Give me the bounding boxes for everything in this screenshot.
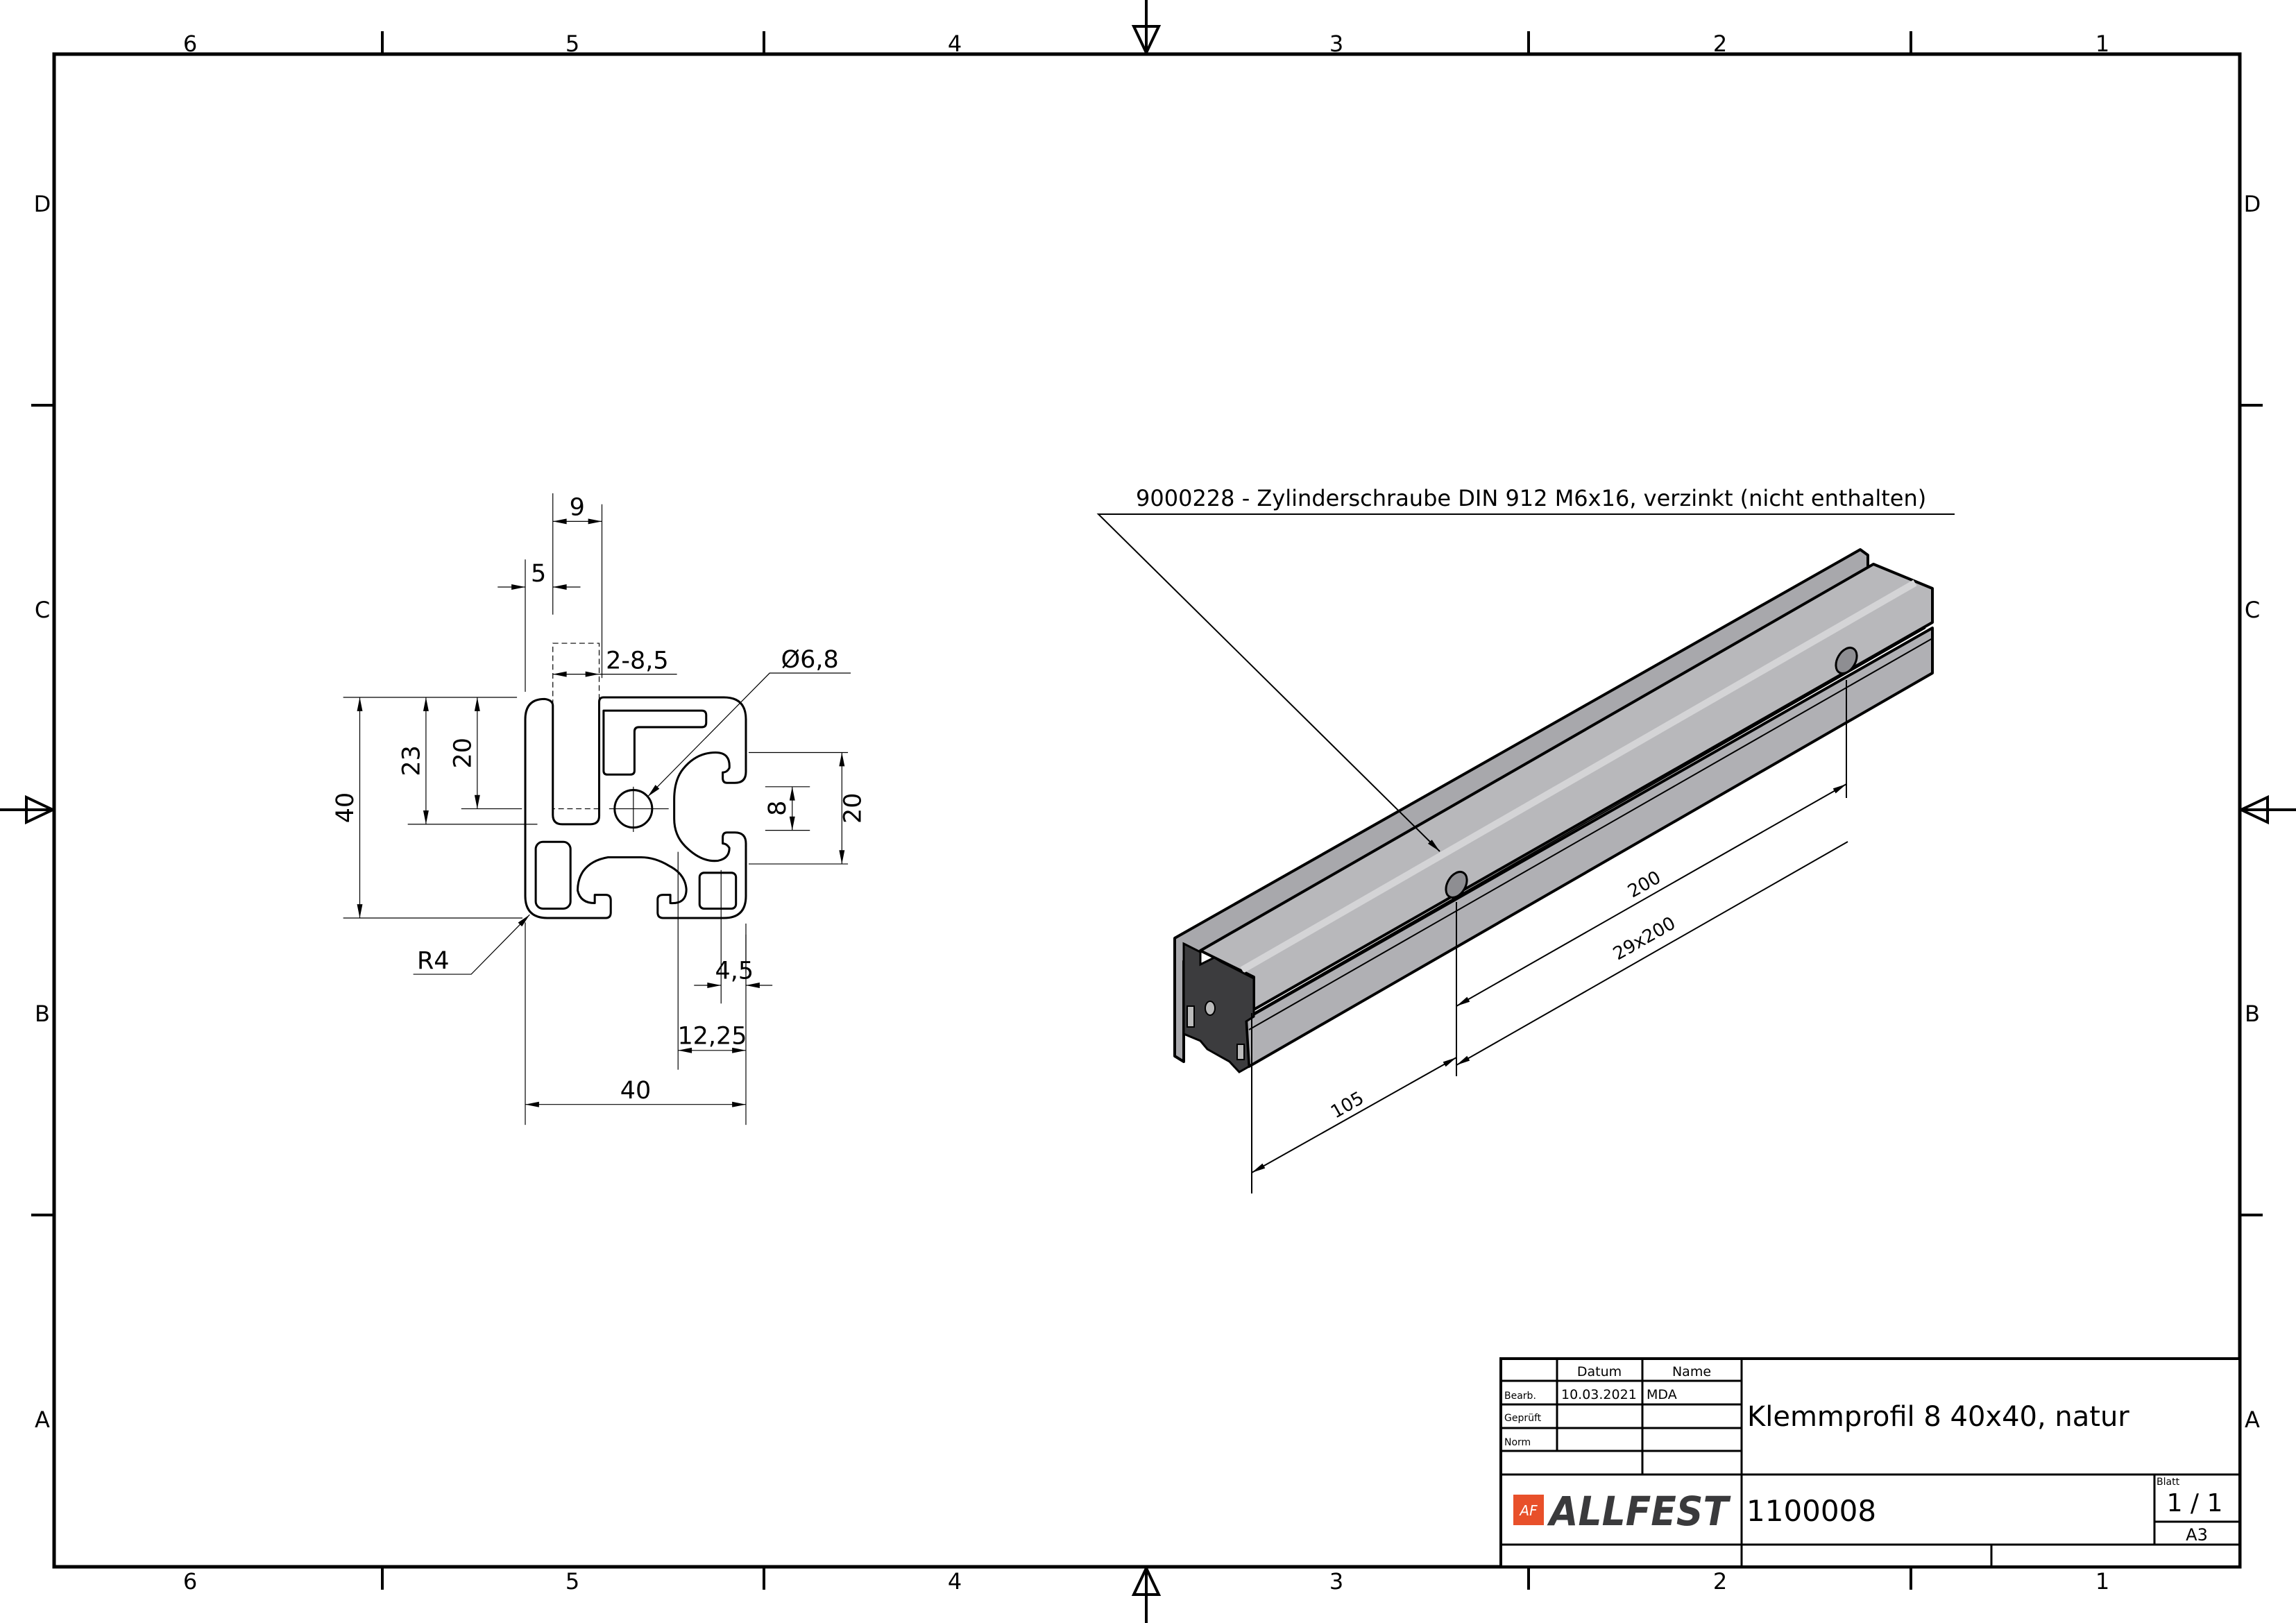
isometric-view: 9000228 - Zylinderschraube DIN 912 M6x16…	[1096, 485, 1955, 1193]
column-label: 3	[1329, 31, 1343, 57]
column-label: 2	[1713, 1568, 1727, 1595]
sheet-number: 1 / 1	[2167, 1489, 2223, 1518]
row-label: A	[35, 1407, 50, 1433]
row-label-norm: Norm	[1504, 1437, 1531, 1448]
screw-hole	[1835, 647, 1858, 674]
dim-width: 40	[620, 1077, 652, 1105]
dim-depth-20: 20	[449, 738, 477, 769]
column-label: 6	[183, 1568, 197, 1595]
dim-radius: R4	[417, 947, 450, 975]
dim-first-hole: 105	[1327, 1088, 1368, 1123]
sheet-label: Blatt	[2157, 1477, 2180, 1488]
row-label: C	[2245, 597, 2260, 623]
row-label: C	[35, 597, 50, 623]
profile-hole-left	[534, 840, 572, 910]
zone-ticks	[31, 31, 2263, 1590]
title-block: Datum Name Bearb. 10.03.2021 MDA Geprüft…	[1499, 1357, 2241, 1568]
row-label: A	[2245, 1407, 2260, 1433]
dim-offset-4-5: 4,5	[715, 957, 754, 985]
zone-labels: 6 5 4 3 2 1 6 5 4 3 2 1 D C B A D C B A	[34, 31, 2261, 1595]
column-label: 4	[948, 1568, 962, 1595]
dim-slot-right-20: 20	[839, 793, 867, 824]
callout-leader	[1096, 513, 1955, 852]
drawing-title: Klemmprofil 8 40x40, natur	[1747, 1401, 2129, 1433]
column-label: 2	[1713, 31, 1727, 57]
bearb-name: MDA	[1647, 1387, 1677, 1402]
row-label: D	[2244, 191, 2261, 217]
header-name: Name	[1672, 1364, 1711, 1379]
row-label: B	[35, 1001, 50, 1027]
dim-height: 40	[332, 792, 359, 824]
dim-slot-opening: 8	[764, 801, 792, 816]
column-label: 5	[566, 31, 579, 57]
dim-depth-23: 23	[398, 745, 425, 776]
part-number: 1100008	[1746, 1494, 1876, 1528]
slot-width-dashed-outline	[552, 643, 600, 810]
frame-border	[52, 52, 2242, 1569]
logo-mark: AF	[1518, 1502, 1538, 1519]
column-label: 1	[2095, 1568, 2109, 1595]
dim-offset-12-25: 12,25	[677, 1022, 747, 1050]
column-label: 5	[566, 1568, 579, 1595]
dim-slot-width: 2-8,5	[606, 647, 668, 675]
dim-slot-offset: 9	[570, 494, 585, 522]
column-label: 4	[948, 31, 962, 57]
bearb-date: 10.03.2021	[1561, 1387, 1637, 1402]
callout-text: 9000228 - Zylinderschraube DIN 912 M6x16…	[1136, 485, 1926, 511]
profile-end-section	[1182, 942, 1255, 1073]
dim-wall: 5	[531, 560, 546, 588]
dim-hole-pitch: 200	[1624, 867, 1665, 903]
logo-text: ALLFEST	[1547, 1488, 1731, 1535]
profile-outline	[524, 696, 747, 919]
column-label: 6	[183, 31, 197, 57]
profile-section-view: 9 5 2-8,5 Ø6,8 40 23 20 20 8 R4 40 12,25…	[332, 493, 867, 1125]
paper-format: A3	[2186, 1525, 2208, 1545]
column-label: 1	[2095, 31, 2109, 57]
row-label: D	[34, 191, 51, 217]
column-label: 3	[1329, 1568, 1343, 1595]
row-label: B	[2245, 1001, 2260, 1027]
row-label-bearb: Bearb.	[1504, 1391, 1536, 1402]
allfest-logo: AF ALLFEST	[1513, 1488, 1731, 1535]
header-datum: Datum	[1577, 1364, 1622, 1379]
profile-cavity	[602, 709, 708, 776]
profile-hole-square	[698, 872, 738, 910]
row-label-geprueft: Geprüft	[1504, 1413, 1542, 1424]
dim-bore-diameter: Ø6,8	[781, 646, 839, 674]
